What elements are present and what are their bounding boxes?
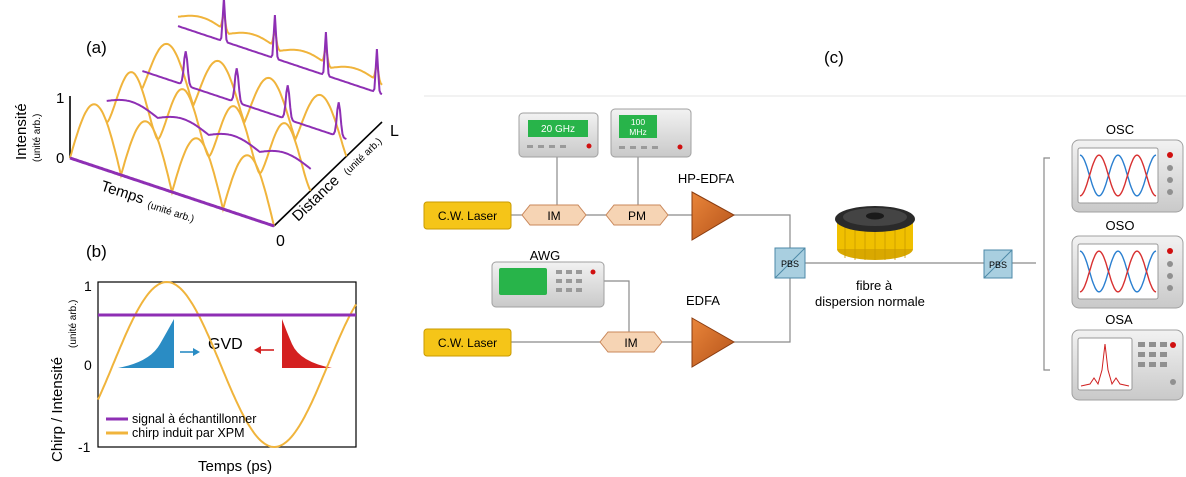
pbs-combiner: PBS	[774, 247, 806, 279]
blue-arrow-head	[193, 348, 200, 356]
panel-a-waterfall	[69, 0, 383, 228]
panel-a-zlabel-unit: (unité arb.)	[342, 136, 384, 178]
rf-generator-20ghz: 20 GHz	[518, 112, 599, 158]
blue-pulse	[118, 319, 174, 368]
panel-c-label: (c)	[824, 48, 844, 67]
red-pulse	[282, 319, 332, 368]
panel-b-plot-frame	[97, 281, 357, 448]
signal-trace-slice-0	[69, 156, 275, 228]
cw-laser-1-label: C.W. Laser	[438, 209, 497, 223]
panel-b: (b) 1 0 -1 Chirp / Intensité (unité arb.…	[49, 242, 357, 475]
gvd-label: GVD	[208, 336, 243, 353]
osc-eye-diagram	[1079, 154, 1157, 197]
hp-edfa-amplifier	[691, 191, 736, 241]
osc-label: OSC	[1106, 122, 1134, 137]
legend-signal-label: signal à échantillonner	[132, 412, 256, 426]
oscilloscope-oso	[1071, 235, 1184, 309]
red-arrow-head	[254, 346, 261, 354]
hp-edfa-label: HP-EDFA	[678, 171, 735, 186]
panel-b-ytick-m1: -1	[78, 439, 91, 455]
eyeOsc-trace-0	[1079, 154, 1157, 197]
signal-trace-slice-1	[106, 98, 312, 170]
eyeOsc-trace-1	[1079, 154, 1157, 197]
awg-label: AWG	[530, 248, 561, 263]
panel-a-xlabel-unit: (unité arb.)	[146, 200, 195, 225]
panel-a-zlabel: Distance	[289, 172, 343, 225]
rf-generator-100mhz-line1: 100	[631, 117, 645, 127]
chirp-trace-slice-3	[177, 10, 383, 86]
pbs-combiner-label: PBS	[781, 259, 799, 269]
fiber-label-line2: dispersion normale	[815, 294, 925, 309]
panel-b-ytick-1: 1	[84, 278, 92, 294]
panel-b-xlabel: Temps (ps)	[198, 458, 272, 475]
edfa-label: EDFA	[686, 293, 720, 308]
eyeOso-trace-1	[1079, 250, 1157, 293]
pbs-splitter: PBS	[983, 249, 1013, 279]
panel-b-legend: signal à échantillonner chirp induit par…	[106, 412, 256, 440]
panel-a-ylabel-unit: (unité arb.)	[32, 114, 43, 162]
panel-b-ytick-0: 0	[84, 357, 92, 373]
rf-generator-100mhz: 100 MHz	[610, 108, 692, 158]
cw-laser-2	[423, 328, 512, 357]
im-modulator-2	[599, 331, 663, 353]
im-modulator-2-label: IM	[624, 336, 637, 350]
panel-a: (a) 1 0 L 0 Intensité (unité arb.) Temps…	[13, 0, 399, 250]
osa-label: OSA	[1105, 312, 1133, 327]
panel-a-ytick-1: 1	[56, 90, 64, 107]
cw-laser-1	[423, 201, 512, 230]
osa-spectrum-trace	[1080, 343, 1130, 387]
panel-b-series	[97, 280, 357, 449]
signal-trace-slice-3	[177, 0, 383, 96]
rf-generator-20ghz-display: 20 GHz	[541, 124, 575, 135]
panel-a-ztick-0: 0	[276, 233, 285, 250]
im-modulator-1-label: IM	[547, 209, 560, 223]
panel-a-ytick-0: 0	[56, 150, 64, 167]
fiber-spool	[835, 206, 915, 260]
optical-links	[511, 157, 1036, 343]
oscilloscope-osc	[1071, 139, 1184, 213]
cw-laser-2-label: C.W. Laser	[438, 336, 497, 350]
chirp-trace-slice-2	[141, 42, 348, 157]
signal-trace-slice-2	[142, 51, 347, 140]
chirp-series-line	[97, 280, 357, 449]
im-modulator-1	[521, 204, 587, 226]
awg-instrument	[491, 261, 605, 308]
panel-a-ztick-L: L	[390, 123, 399, 140]
oso-label: OSO	[1106, 218, 1135, 233]
panel-b-ylabel: Chirp / Intensité	[49, 357, 66, 462]
panel-a-distance-axis	[273, 121, 383, 227]
rf-generator-100mhz-line2: MHz	[629, 127, 646, 137]
oso-eye-diagram	[1079, 250, 1157, 293]
eyeOso-trace-0	[1079, 250, 1157, 293]
pm-modulator-label: PM	[628, 209, 646, 223]
panel-a-ylabel: Intensité	[13, 103, 30, 160]
fiber-label-line1: fibre à	[856, 278, 893, 293]
pbs-splitter-label: PBS	[989, 260, 1007, 270]
panel-a-label: (a)	[86, 38, 107, 57]
instrument-bracket	[1043, 157, 1050, 371]
pm-modulator	[605, 204, 669, 226]
edfa-amplifier	[691, 317, 735, 368]
panel-c: (c) C.W. Laser C.W. Laser IM PM IM	[423, 48, 1186, 401]
panel-b-label: (b)	[86, 242, 107, 261]
legend-chirp-label: chirp induit par XPM	[132, 426, 245, 440]
spectrum-analyzer-osa	[1071, 329, 1184, 401]
panel-b-ylabel-unit: (unité arb.)	[68, 300, 79, 348]
chirp-trace-slice-1	[106, 71, 312, 192]
